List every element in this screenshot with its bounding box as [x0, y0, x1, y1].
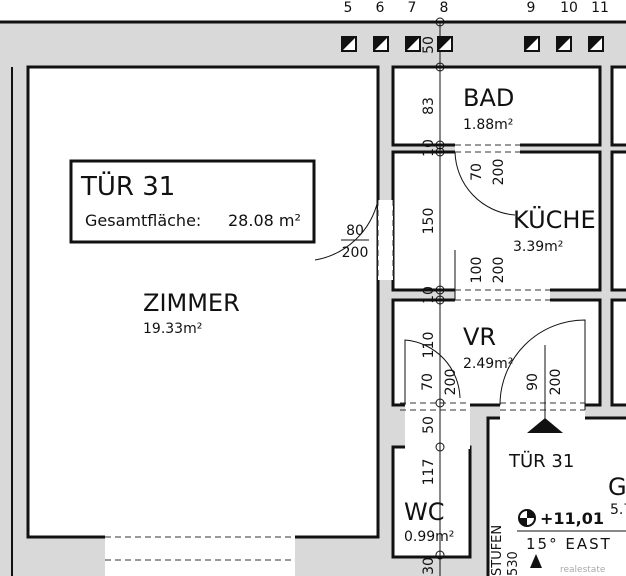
dimension-value: 30	[421, 557, 437, 575]
room-right-edge-2	[610, 150, 626, 292]
door-width: 70	[469, 163, 485, 181]
door-height: 200	[491, 257, 507, 284]
axis-number: 11	[591, 0, 609, 16]
column-markers	[341, 36, 604, 52]
door-width: 100	[469, 257, 485, 284]
stair-label: STUFEN	[490, 525, 505, 576]
elevation-value: +11,01	[540, 509, 604, 528]
entrance-label: TÜR 31	[508, 450, 574, 472]
axis-number: 8	[440, 0, 449, 16]
area-value: 28.08 m²	[228, 211, 301, 230]
elevation-marker-icon	[518, 509, 536, 527]
unit-title: TÜR 31	[80, 170, 175, 202]
window-opening	[105, 535, 295, 576]
room-area-vr: 2.49m²	[463, 356, 513, 372]
door-opening-bad	[455, 143, 520, 154]
dimension-value: 10	[421, 139, 437, 157]
door-opening-kueche	[455, 288, 550, 302]
room-right-edge	[610, 65, 626, 147]
axis-number: 10	[560, 0, 578, 16]
compass-label: 15° EAST	[526, 535, 612, 553]
door-width: 70	[420, 373, 436, 391]
axis-number: 6	[376, 0, 385, 16]
room-name-g: G	[608, 473, 626, 501]
area-label: Gesamtfläche:	[85, 211, 201, 230]
dimension-value: 10	[421, 286, 437, 304]
axis-number: 9	[527, 0, 536, 16]
watermark: realestate	[560, 565, 606, 575]
door-opening-zimmer	[378, 200, 393, 280]
door-height: 200	[443, 369, 459, 396]
room-name-bad: BAD	[463, 84, 514, 112]
stair-arrow-icon	[530, 554, 542, 568]
door-opening-wc	[405, 403, 470, 449]
room-name-kueche: KÜCHE	[513, 205, 596, 234]
door-opening-entrance	[500, 403, 585, 420]
room-area-bad: 1.88m²	[463, 117, 513, 133]
room-name-zimmer: ZIMMER	[143, 289, 240, 317]
axis-number: 5	[344, 0, 353, 16]
room-name-vr: VR	[463, 323, 496, 351]
dimension-value: 50	[421, 416, 437, 434]
door-height: 200	[342, 245, 369, 261]
door-height: 200	[491, 159, 507, 186]
room-area-wc: 0.99m²	[404, 529, 454, 545]
dimension-value: 150	[421, 208, 437, 235]
dimension-value: 83	[421, 97, 437, 115]
axis-number: 7	[408, 0, 417, 16]
room-zimmer	[26, 65, 380, 539]
room-name-wc: WC	[404, 498, 445, 526]
room-area-kueche: 3.39m²	[513, 239, 563, 255]
room-right-edge-3	[610, 298, 626, 407]
door-height: 200	[548, 369, 564, 396]
room-area-zimmer: 19.33m²	[143, 321, 202, 337]
dimension-value: 50	[421, 36, 437, 54]
dimension-value: 117	[421, 459, 437, 486]
door-width: 90	[525, 373, 541, 391]
unit-info-box	[69, 159, 316, 244]
room-area-g: 5.7	[610, 502, 626, 518]
stair-dimension: 530	[506, 551, 521, 576]
dimension-value: 110	[421, 332, 437, 359]
door-width: 80	[346, 223, 364, 239]
entrance-arrow-icon	[527, 418, 563, 433]
